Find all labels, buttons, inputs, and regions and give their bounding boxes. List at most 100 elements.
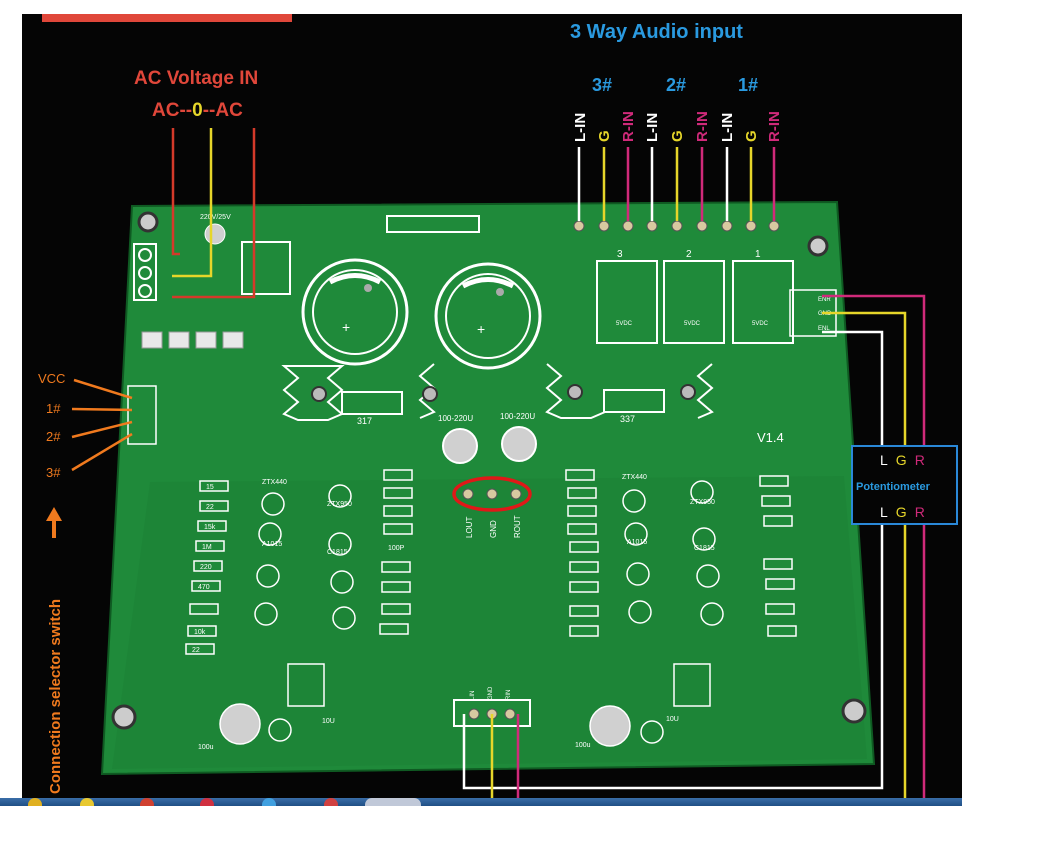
resistor-value-22b: 22: [192, 647, 200, 654]
ic-317-outline: [341, 391, 403, 415]
cap-value-100p: 100P: [388, 545, 405, 552]
taskbar-icon[interactable]: [262, 798, 276, 806]
cap-10u-left: 10U: [322, 718, 335, 725]
pot-wires: [462, 294, 926, 800]
label-c1815-right: C1815: [694, 545, 715, 552]
pcb-diagram: 220V/25V + + 317 337 100-220U 100-220U: [38, 14, 958, 800]
ac-wires: [171, 128, 256, 299]
bottom-in-rin: RIN: [506, 690, 512, 700]
bridge-diodes: [141, 331, 244, 349]
ac-pin-labels: AC--0--AC: [152, 100, 243, 121]
bottom-in-lin: LIN: [470, 691, 476, 700]
right-header-enr: ENR: [818, 297, 831, 303]
label-ztx440-left: ZTX440: [262, 479, 287, 486]
input-wires: [577, 147, 776, 221]
label-ztx440-right: ZTX440: [622, 474, 647, 481]
pin-2-g: G: [669, 130, 686, 142]
taskbar-icon[interactable]: [28, 798, 42, 806]
taskbar-icon[interactable]: [365, 798, 421, 806]
left-pin-arrows: [71, 378, 133, 472]
center-output-pads: [452, 476, 532, 512]
left-pin-2: 2#: [46, 429, 61, 444]
cap-label-left: 100-220U: [438, 414, 473, 423]
ac-pin-left: AC--: [152, 100, 192, 121]
channel-1-label: 1#: [738, 75, 758, 95]
taskbar-icon[interactable]: [140, 798, 154, 806]
relays: [596, 260, 794, 344]
right-header-enl: ENL: [818, 326, 830, 332]
relay-label-3: 3: [617, 249, 623, 260]
resistor-value-15: 15: [206, 484, 214, 491]
label-c1815-left: C1815: [327, 549, 348, 556]
relay-label-2: 2: [686, 249, 692, 260]
taskbar-strip: [0, 798, 962, 806]
relay-label-1: 1: [755, 249, 761, 260]
left-pin-vcc: VCC: [38, 371, 65, 386]
resistor-rows: [185, 469, 797, 655]
left-header: [127, 385, 157, 445]
taskbar-icon[interactable]: [80, 798, 94, 806]
pot-title: Potentiometer: [856, 481, 931, 493]
big-capacitors: + +: [301, 258, 542, 370]
channel-pin-labels: L-IN G R-IN L-IN G R-IN L-IN G R-IN: [572, 111, 783, 142]
bottom-in-gnd: GND: [488, 686, 494, 700]
center-out-gnd: GND: [489, 520, 498, 538]
version-label: V1.4: [757, 430, 784, 445]
label-a1015-right: A1015: [627, 539, 647, 546]
center-out-rout: ROUT: [513, 515, 522, 538]
ic-337-label: 337: [620, 414, 635, 424]
audio-input-title: 3 Way Audio input: [570, 21, 743, 43]
transistor-outlines: [254, 480, 724, 630]
input-pads: [573, 220, 780, 232]
relay-text-2: 5VDC: [684, 321, 701, 327]
bottom-components: [219, 663, 711, 747]
pin-2-lin: L-IN: [644, 113, 661, 142]
ac-title: AC Voltage IN: [134, 68, 258, 89]
pcb-lower-area: [112, 476, 867, 769]
top-header: [386, 215, 480, 233]
resistor-value-22: 22: [206, 504, 214, 511]
left-pin-labels: VCC 1# 2# 3#: [38, 371, 65, 480]
label-ztx950-left: ZTX950: [327, 501, 352, 508]
selector-annotation: Connection selector switch: [46, 507, 64, 794]
potentiometer-box: [851, 445, 958, 525]
cap-label-right: 100-220U: [500, 412, 535, 421]
ac-pin-right: --AC: [203, 100, 243, 121]
channel-3-label: 3#: [592, 75, 612, 95]
pin-1-g: G: [743, 130, 760, 142]
relay-text-1: 5VDC: [752, 321, 769, 327]
taskbar-icon[interactable]: [200, 798, 214, 806]
cap-100u-right: 100u: [575, 742, 591, 749]
transformer-label: 220V/25V: [200, 214, 231, 221]
highlight-ellipse: [452, 476, 532, 512]
pcb-photo: 220V/25V + + 317 337 100-220U 100-220U: [22, 14, 962, 800]
pin-3-lin: L-IN: [572, 113, 589, 142]
resistor-value-15k: 15k: [204, 524, 216, 531]
pin-1-lin: L-IN: [719, 113, 736, 142]
relay-text-3: 5VDC: [616, 321, 633, 327]
ic-317-label: 317: [357, 416, 372, 426]
left-pin-3: 3#: [46, 465, 61, 480]
pin-1-rin: R-IN: [766, 111, 783, 142]
channel-2-label: 2#: [666, 75, 686, 95]
ac-terminal-block: [133, 243, 157, 301]
resistor-value-1m: 1M: [202, 544, 212, 551]
ac-pin-mid: 0: [192, 100, 203, 121]
pin-2-rin: R-IN: [694, 111, 711, 142]
cap-100u-left: 100u: [198, 744, 214, 751]
svg-text:+: +: [477, 321, 485, 337]
ic-337-outline: [603, 389, 665, 413]
logo-fragment: [42, 14, 292, 22]
cap-10u-right: 10U: [666, 716, 679, 723]
filter-capacitors: [442, 426, 537, 464]
small-capacitor: [204, 223, 226, 245]
resistor-value-220: 220: [200, 564, 212, 571]
taskbar-icon[interactable]: [324, 798, 338, 806]
heatsink-outlines: [281, 363, 714, 421]
regulator-outline: [241, 241, 291, 295]
pin-3-rin: R-IN: [620, 111, 637, 142]
left-pin-1: 1#: [46, 401, 61, 416]
pin-3-g: G: [596, 130, 613, 142]
